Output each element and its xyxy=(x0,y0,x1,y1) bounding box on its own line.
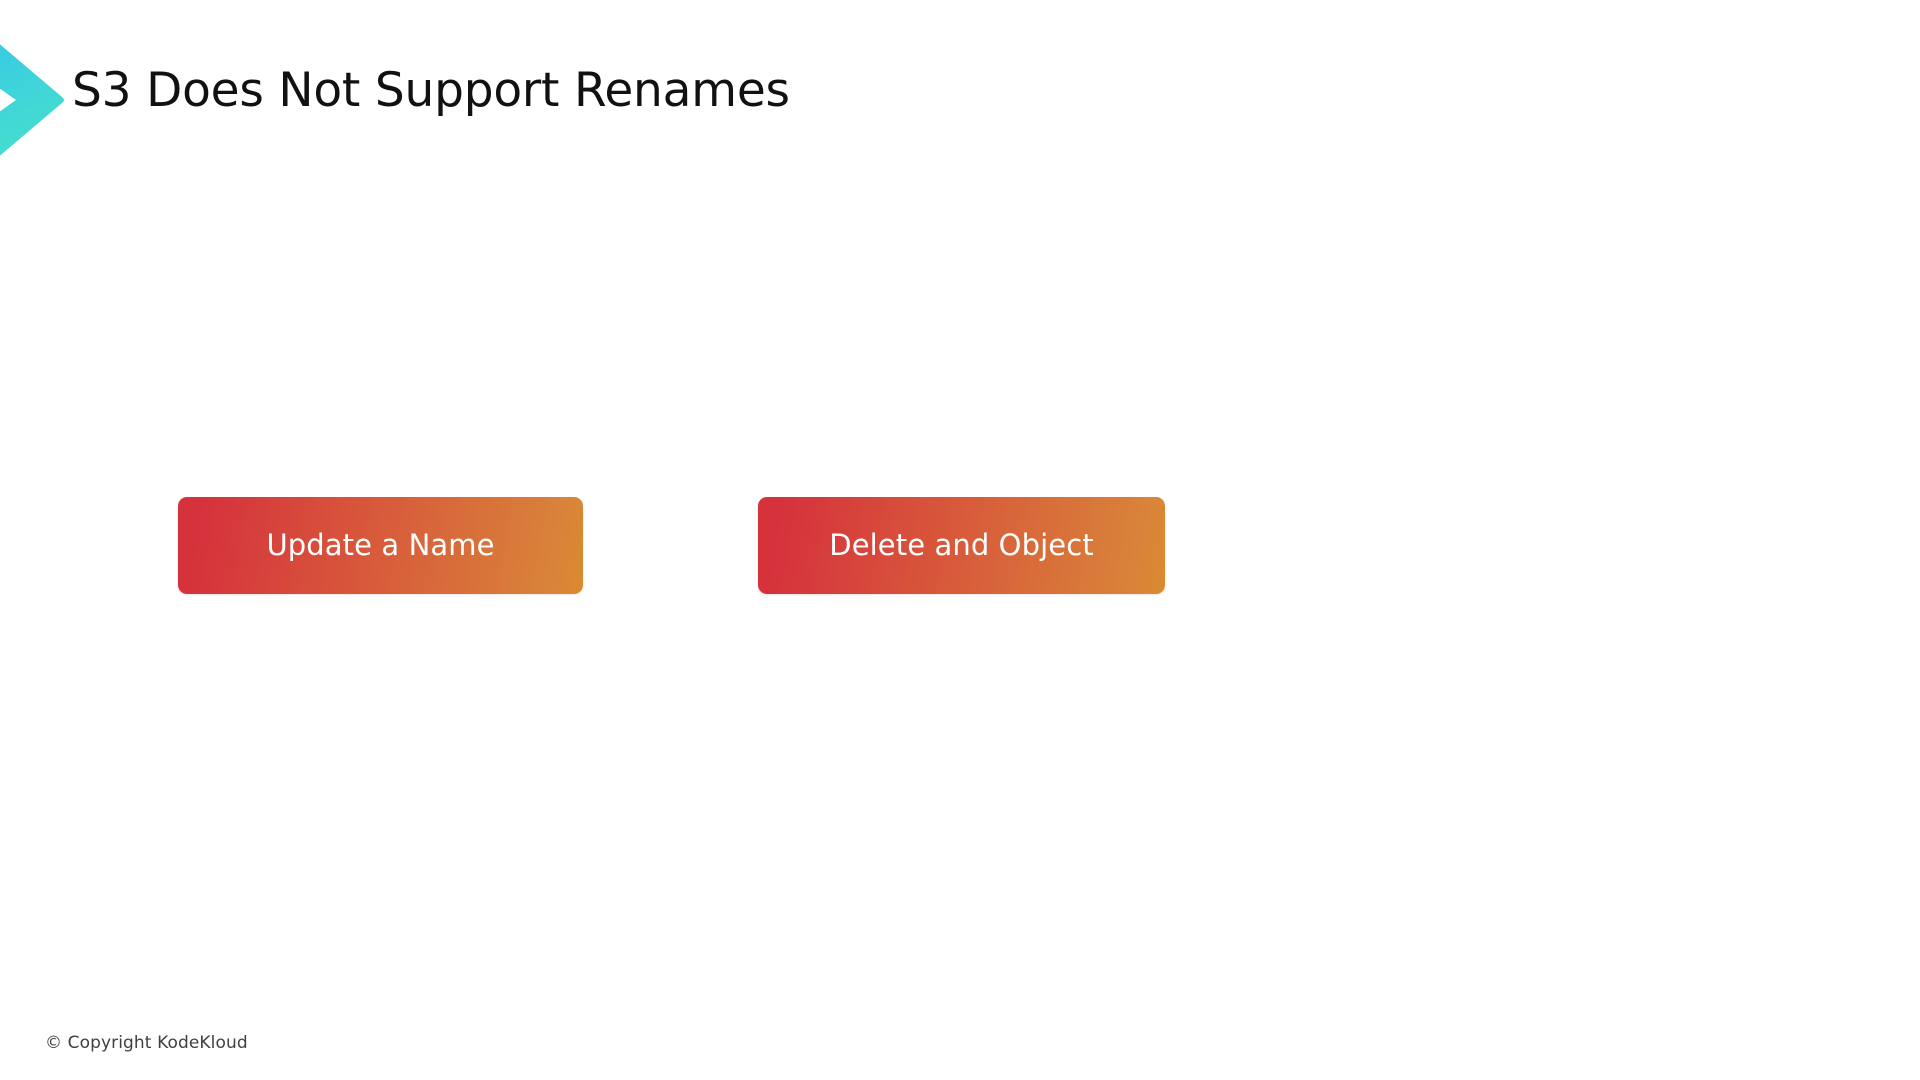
slide-title: S3 Does Not Support Renames xyxy=(72,63,790,118)
action-button-row: Update a Name Delete and Object xyxy=(178,497,1165,594)
copyright-footer: © Copyright KodeKloud xyxy=(45,1033,248,1053)
delete-and-object-button[interactable]: Delete and Object xyxy=(758,497,1165,594)
kodekloud-chevron-logo xyxy=(0,22,64,178)
update-a-name-button[interactable]: Update a Name xyxy=(178,497,583,594)
